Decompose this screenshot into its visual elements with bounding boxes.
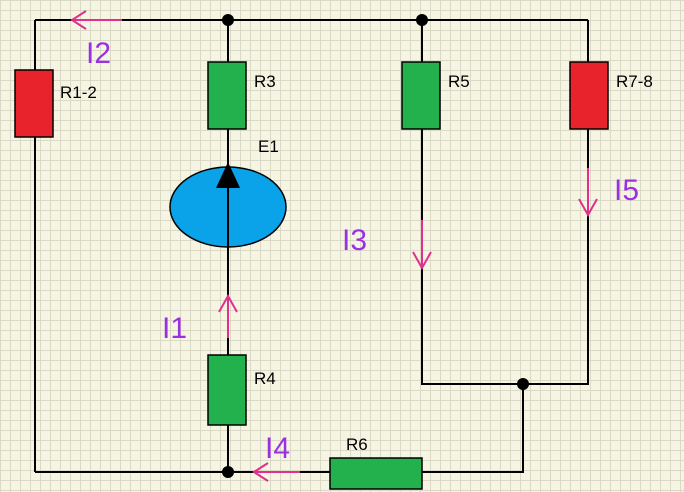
resistor-r6 — [329, 457, 423, 490]
current-labels: I2 I1 I3 I5 I4 — [86, 37, 639, 465]
voltage-source-e1 — [169, 162, 287, 248]
label-i4: I4 — [265, 432, 290, 465]
junction-dot — [222, 14, 234, 26]
label-r5: R5 — [448, 72, 470, 91]
label-r6: R6 — [346, 435, 368, 454]
arrow-i4-left-icon — [252, 462, 300, 482]
label-i2: I2 — [86, 37, 111, 70]
label-r12: R1-2 — [60, 83, 97, 102]
resistor-r12 — [14, 69, 54, 138]
wire-bottom-right — [422, 384, 524, 473]
component-labels: R1-2 R3 E1 R5 R7-8 R4 R6 — [60, 72, 653, 454]
label-i3: I3 — [342, 224, 367, 257]
arrow-i2-left-icon — [70, 10, 122, 30]
current-arrows — [70, 10, 598, 482]
junction-dot — [517, 378, 529, 390]
source-arrowhead — [216, 162, 240, 188]
arrow-i3-down-icon — [412, 220, 432, 271]
arrow-i1-up-icon — [218, 293, 238, 338]
resistors — [14, 61, 609, 490]
label-i5: I5 — [614, 174, 639, 207]
wire-branch-r78-bottom — [523, 128, 589, 385]
resistor-r3 — [207, 61, 247, 130]
label-i1: I1 — [162, 312, 187, 345]
resistor-r5 — [401, 61, 441, 130]
label-r4: R4 — [254, 369, 276, 388]
junctions — [222, 14, 529, 478]
arrow-i5-down-icon — [578, 168, 598, 218]
label-e1: E1 — [258, 137, 279, 156]
label-r3: R3 — [254, 72, 276, 91]
wires — [34, 19, 589, 473]
resistor-r4 — [207, 354, 247, 426]
resistor-r78 — [569, 61, 609, 130]
junction-dot — [416, 14, 428, 26]
wire-branch-r5-bottom — [421, 128, 523, 385]
label-r78: R7-8 — [616, 72, 653, 91]
junction-dot — [222, 466, 234, 478]
